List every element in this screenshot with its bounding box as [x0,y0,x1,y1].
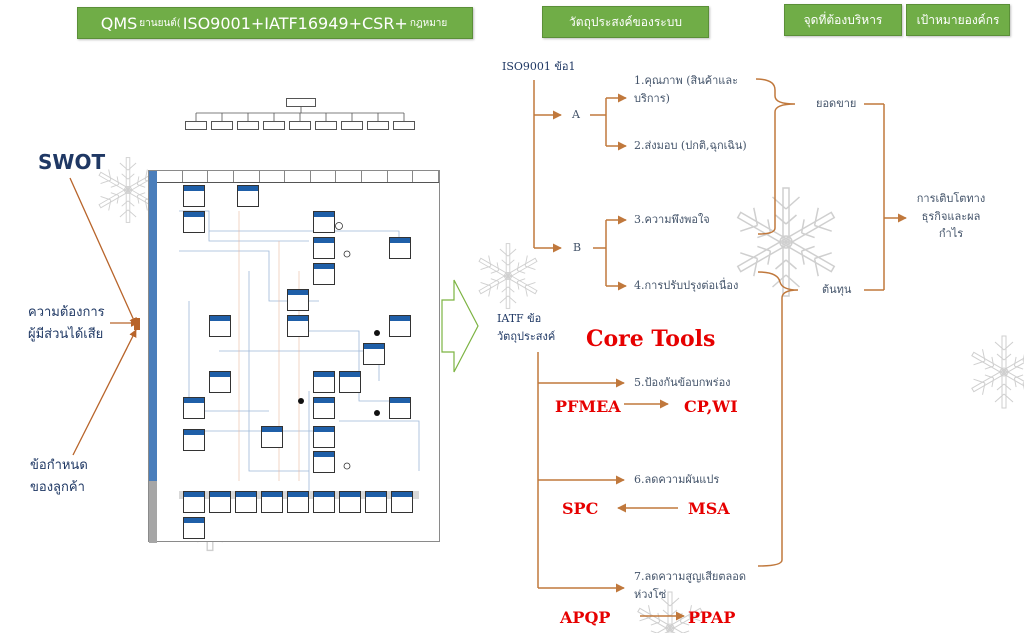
goal-line2: ธุรกิจและผล [921,209,981,223]
process-box [237,185,259,207]
tool-ppap: PPAP [688,608,736,627]
swot-label: SWOT [38,150,106,174]
iatf-heading-line2: วัตถุประสงค์ [497,329,556,343]
org-chart-box [185,121,207,130]
process-box [287,315,309,337]
qms-title-prefix: QMS [100,13,138,33]
process-box [313,451,335,473]
iso-item-2: 2.ส่งมอบ (ปกติ,ฉุกเฉิน) [634,139,747,152]
support-box [183,491,205,513]
process-lane-bar [149,171,157,481]
tool-apqp: APQP [560,608,611,627]
business-growth-goal: การเติบโตทาง ธุรกิจและผล กำไร [916,190,986,243]
process-box [313,371,335,393]
tool-msa: MSA [688,499,730,518]
org-chart-box [341,121,363,130]
support-box [183,517,205,539]
snowflake-icon [476,244,540,309]
support-box [261,491,283,513]
process-map-thumbnail [148,170,440,543]
snowflake-icon [968,336,1024,408]
customer-req-line1: ข้อกำหนด [30,458,88,473]
iatf-item-7-line2: ห่วงโซ่ [634,587,667,601]
process-box [339,371,361,393]
iso-item-4: 4.การปรับปรุงต่อเนื่อง [634,279,739,292]
process-box [183,211,205,233]
process-box [313,426,335,448]
group-b-label: B [573,241,582,254]
customer-requirements-label: ข้อกำหนด ของลูกค้า [30,455,88,499]
org-chart-box [211,121,233,130]
process-box [389,237,411,259]
support-box [235,491,257,513]
iso-item-1-line2: บริการ) [634,91,670,105]
organization-goal-button[interactable]: เป้าหมายองค์กร [906,4,1010,36]
tool-spc: SPC [562,499,599,518]
goal-line3: กำไร [938,227,964,241]
iso-item-1-line1: 1.คุณภาพ (สินค้าและ [634,74,739,87]
org-chart-box [367,121,389,130]
process-box [389,397,411,419]
iatf-item-6: 6.ลดความผันแปร [634,473,720,486]
goal-line1: การเติบโตทาง [916,192,986,205]
support-box [339,491,361,513]
support-box [287,491,309,513]
process-map-header [157,171,440,183]
process-box [313,211,335,233]
qms-title-small: ยานยนต์( [139,17,181,29]
org-chart-box [263,121,285,130]
iso-heading: ISO9001 ข้อ1 [502,60,576,73]
process-box [183,397,205,419]
stakeholder-needs-line1: ความต้องการ [28,305,105,320]
cost-label: ต้นทุน [822,283,852,296]
management-points-button[interactable]: จุดที่ต้องบริหาร [784,4,902,36]
org-chart-box [289,121,311,130]
process-box [313,397,335,419]
process-box [287,289,309,311]
org-chart-box [393,121,415,130]
sales-label: ยอดขาย [816,97,857,110]
iatf-item-7-line1: 7.ลดความสูญเสียตลอด [634,570,746,583]
org-chart-box [315,121,337,130]
support-box [391,491,413,513]
system-objectives-button[interactable]: วัตถุประสงค์ของระบบ [542,6,709,38]
process-box [261,426,283,448]
process-box [389,315,411,337]
support-box [209,491,231,513]
stakeholder-needs-line2: ผู้มีส่วนได้เสีย [28,327,104,343]
qms-title-banner: QMS ยานยนต์( ISO9001+IATF16949+CSR+ กฎหม… [77,7,473,39]
process-box [313,237,335,259]
org-chart-top-box [286,98,316,107]
support-lane-bar [149,481,157,543]
iatf-heading-line1: IATF ข้อ [497,312,542,325]
stakeholder-needs-label: ความต้องการ ผู้มีส่วนได้เสีย [28,302,105,346]
qms-title-main: ISO9001+IATF16949+CSR+ [182,13,408,33]
support-box [365,491,387,513]
iso-item-1: 1.คุณภาพ (สินค้าและ บริการ) [634,72,738,107]
support-box [313,491,335,513]
qms-title-suffix: กฎหมาย [409,17,448,29]
org-chart-box [237,121,259,130]
iatf-item-5: 5.ป้องกันข้อบกพร่อง [634,376,731,389]
process-box [183,185,205,207]
process-box [363,343,385,365]
snowflake-icon [732,188,839,296]
tool-cp-wi: CP,WI [684,397,738,416]
process-box [209,371,231,393]
process-box [183,429,205,451]
group-a-label: A [572,108,580,121]
iso-item-3: 3.ความพึงพอใจ [634,213,710,226]
customer-req-line2: ของลูกค้า [30,480,85,496]
tool-pfmea: PFMEA [555,397,621,416]
iatf-item-7: 7.ลดความสูญเสียตลอด ห่วงโซ่ [634,568,746,603]
iatf-heading: IATF ข้อ วัตถุประสงค์ [497,310,555,345]
process-box [313,263,335,285]
core-tools-title: Core Tools [586,326,716,352]
process-box [209,315,231,337]
